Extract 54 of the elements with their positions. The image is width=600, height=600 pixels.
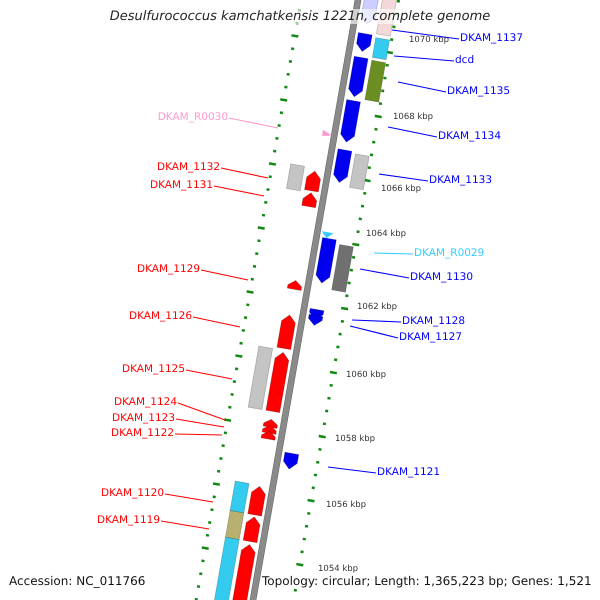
gene-label: DKAM_1134 [438,130,501,142]
gene-label: DKAM_1125 [122,363,185,375]
coordinate-label: 1070 kbp [409,35,450,45]
genome-summary-text: Topology: circular; Length: 1,365,223 bp; Genes: 1,521 [262,574,592,588]
gene-label: DKAM_1128 [402,315,465,327]
leader-line [352,319,402,323]
gene-label: DKAM_1129 [137,263,200,275]
leader-line [192,316,240,328]
leader-line [398,81,446,93]
leader-line [394,55,454,62]
gene-label: DKAM_1119 [97,514,160,526]
gene-label: DKAM_1123 [112,412,175,424]
leader-line [374,252,414,255]
gene-label: DKAM_1127 [399,331,462,343]
gene-label: DKAM_1130 [410,271,473,283]
leader-line [350,325,398,339]
gene-label: DKAM_1121 [377,466,440,478]
coordinate-label: 1062 kbp [357,302,398,312]
leader-line [214,185,264,197]
accession-text: Accession: NC_011766 [9,574,146,588]
gene-label: DKAM_1120 [101,487,164,499]
leader-line [220,167,268,179]
leader-line [200,269,248,281]
coordinate-label: 1064 kbp [366,229,406,239]
leader-line [164,493,214,503]
gene-label: DKAM_1133 [429,174,492,186]
leader-line [186,369,232,380]
leader-line [388,126,438,138]
gene-label: DKAM_1135 [447,85,510,97]
gene-label: DKAM_1132 [157,161,220,173]
gene-label: dcd [455,54,474,66]
coordinate-label: 1066 kbp [381,184,422,194]
leader-line [176,418,224,428]
leader-line [178,402,226,421]
leader-line [174,433,222,436]
gene-label: DKAM_R0030 [158,111,228,123]
coordinate-label: 1054 kbp [318,564,358,574]
coordinate-label: 1058 kbp [335,434,376,444]
gene-label: DKAM_1126 [129,310,192,322]
leader-line [378,173,428,182]
gene-label: DKAM_1122 [111,427,174,439]
gene-label: DKAM_1137 [460,32,523,44]
leader-line [360,268,410,279]
coordinate-label: 1060 kbp [346,370,386,380]
leader-line [392,29,460,40]
leader-line [160,520,210,530]
title: Desulfurococcus kamchatkensis 1221n, complete genome [110,9,490,24]
gene-label: DKAM_1124 [114,396,177,408]
coordinate-label: 1056 kbp [326,500,366,510]
gene-label: DKAM_R0029 [414,247,484,259]
coordinate-label: 1068 kbp [393,112,434,122]
leader-line [328,466,376,474]
gene-label: DKAM_1131 [150,179,213,191]
leader-line [228,117,278,129]
